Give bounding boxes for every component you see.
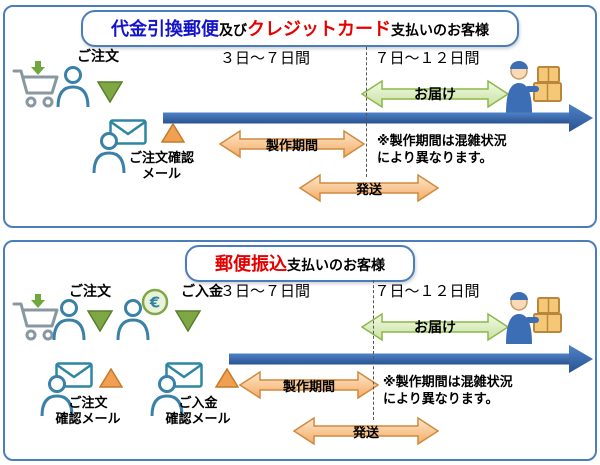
title-segment-suffix: 支払いのお客様: [287, 258, 385, 274]
panel-postal-transfer: 郵便振込支払いのお客様 ご注文 ご入金: [3, 240, 597, 461]
order-confirm-mail-label: ご注文 確認メール: [33, 396, 143, 428]
panel2-title: 郵便振込支払いのお客様: [185, 245, 415, 282]
down-triangle-icon: [86, 310, 114, 333]
production-note: ※製作期間は混雑状況 により異なります。: [383, 374, 513, 408]
customer-icon: [115, 298, 151, 341]
envelope-icon: [109, 119, 147, 145]
payment-mail-line1: ご入金: [178, 396, 218, 411]
period-divider-line: [366, 47, 367, 177]
mail-label-line1: ご注文確認: [128, 151, 194, 166]
delivery-person-icon: [503, 286, 565, 348]
order-mail-line1: ご注文: [68, 396, 108, 411]
delivery-arrow: お届け: [360, 312, 510, 342]
production-note: ※製作期間は混雑状況 により異なります。: [377, 133, 507, 167]
customer-icon: [149, 374, 185, 417]
production-period-arrow: 製作期間: [238, 370, 380, 400]
shipping-arrow: 発送: [298, 173, 440, 203]
payment-mail-line2: 確認メール: [165, 412, 231, 427]
up-triangle-icon: [98, 367, 124, 388]
production-period-arrow: 製作期間: [218, 129, 366, 159]
mail-label-line2: メール: [141, 167, 181, 182]
up-triangle-icon: [160, 122, 186, 143]
payment-label: ご入金: [181, 284, 223, 300]
production-arrow-label: 製作期間: [265, 138, 318, 154]
customer-icon: [55, 65, 91, 108]
note-line2: により異なります。: [377, 151, 493, 166]
payment-confirm-mail-label: ご入金 確認メール: [143, 396, 253, 428]
customer-icon: [39, 374, 75, 417]
title-segment-cod: 代金引換郵便: [111, 19, 219, 40]
customer-icon: [51, 298, 87, 341]
production-arrow-label: 製作期間: [282, 379, 335, 395]
period2-label: ７日～１２日間: [374, 49, 480, 67]
timeline-arrow: [7, 344, 593, 374]
period1-label: ３日～７日間: [219, 49, 310, 67]
period2-label: ７日～１２日間: [374, 282, 480, 300]
delivery-arrow-label: お届け: [414, 87, 456, 103]
panel-cod-credit: 代金引換郵便及びクレジットカード支払いのお客様 ご注文 ３日～７日間 ７日～１２…: [3, 5, 597, 228]
title-segment-transfer: 郵便振込: [215, 254, 287, 275]
euro-coin-icon: €: [141, 288, 169, 316]
customer-icon: [91, 131, 127, 174]
shipping-arrow: 発送: [292, 416, 440, 446]
order-mail-line2: 確認メール: [55, 412, 121, 427]
down-triangle-icon: [96, 81, 124, 104]
cart-icon: [11, 61, 63, 109]
delivery-arrow-label: お届け: [414, 320, 456, 336]
shipping-arrow-label: 発送: [355, 182, 382, 198]
up-triangle-icon: [214, 367, 240, 388]
title-segment-suffix: 支払いのお客様: [391, 23, 489, 39]
shipping-arrow-label: 発送: [352, 425, 379, 441]
delivery-person-icon: [503, 55, 565, 117]
panel1-title: 代金引換郵便及びクレジットカード支払いのお客様: [81, 10, 519, 47]
cart-icon: [11, 294, 63, 342]
title-segment-credit: クレジットカード: [247, 19, 391, 40]
order-label: ご注文: [69, 284, 111, 300]
note-line1: ※製作期間は混雑状況: [377, 134, 507, 149]
note-line1: ※製作期間は混雑状況: [383, 375, 513, 390]
svg-text:€: €: [149, 294, 160, 312]
title-segment-and: 及び: [219, 23, 247, 39]
order-label: ご注文: [77, 49, 119, 65]
note-line2: により異なります。: [383, 392, 499, 407]
delivery-arrow: お届け: [360, 79, 510, 109]
down-triangle-icon: [174, 310, 202, 333]
period-divider-line: [373, 280, 374, 420]
order-confirm-mail-label: ご注文確認 メール: [109, 151, 214, 183]
period1-label: ３日～７日間: [219, 282, 310, 300]
